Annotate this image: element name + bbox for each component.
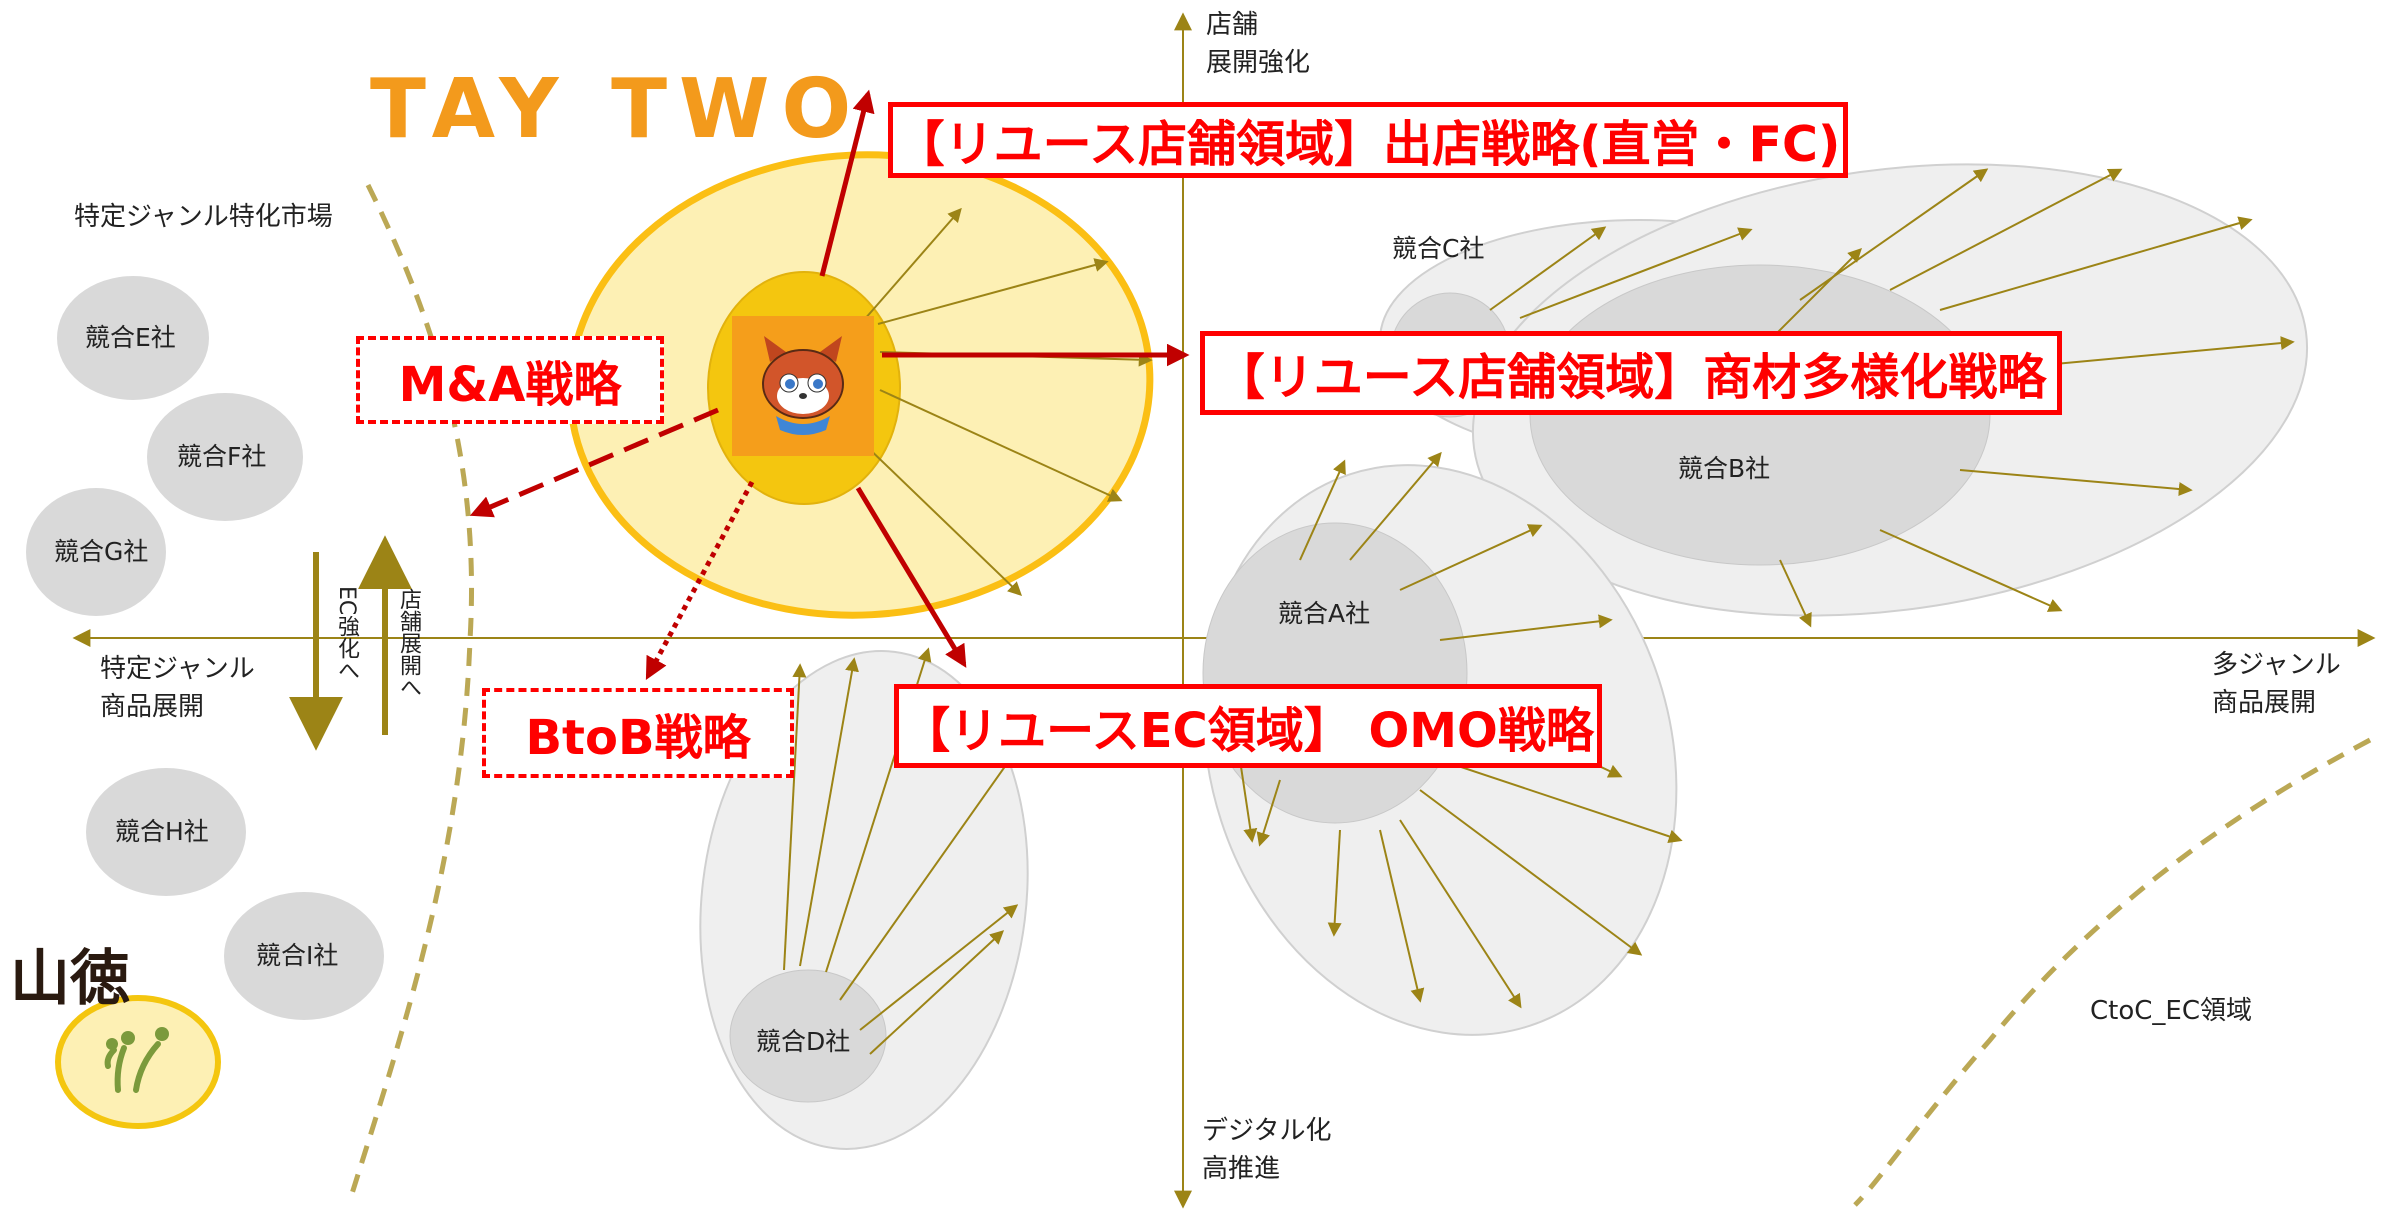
competitor-a-label: 競合A社 xyxy=(1278,599,1371,628)
competitor-b-core xyxy=(1529,264,1991,566)
yamatoku-logo-mark xyxy=(104,1041,161,1093)
competitor-c-label: 競合C社 xyxy=(1392,234,1485,263)
store-arrow-label: 店舗展開へ xyxy=(396,588,421,698)
expansion-arrow xyxy=(1327,829,1342,937)
expansion-arrow xyxy=(1889,168,2123,291)
competitor-i-circle xyxy=(224,892,384,1020)
strategy-ma: M&A戦略 xyxy=(356,336,664,424)
niche-market-label: 特定ジャンル特化市場 xyxy=(74,202,333,232)
competitor-f-circle xyxy=(147,393,303,521)
strategy-diversification: 【リユース店舗領域】商材多様化戦略 xyxy=(1200,331,2062,415)
expansion-arrow xyxy=(1299,459,1346,561)
ctoc-label: CtoC_EC領域 xyxy=(2090,996,2252,1026)
expansion-arrow xyxy=(1959,469,2193,497)
expansion-arrow xyxy=(859,904,1019,1031)
expansion-arrow xyxy=(1439,614,1613,641)
axis-label-bottom: デジタル化 高推進 xyxy=(1202,1116,1332,1184)
yamatoku-logo-text: 山徳 xyxy=(10,944,130,1014)
competitor-g-circle xyxy=(26,488,166,616)
expansion-arrow xyxy=(863,207,962,321)
axis-label-left: 特定ジャンル 商品展開 xyxy=(100,654,255,722)
strategy-store-expansion: 【リユース店舗領域】出店戦略(直営・FC) xyxy=(888,102,1848,178)
expansion-arrow xyxy=(1256,779,1281,847)
competitor-e-label: 競合E社 xyxy=(85,323,176,352)
expansion-arrow xyxy=(859,439,1023,596)
expansion-arrow xyxy=(1879,529,2063,612)
competitor-h-circle xyxy=(86,768,246,896)
competitor-e-circle xyxy=(57,276,209,400)
mascot-icon xyxy=(762,336,844,435)
competitor-b-label: 競合B社 xyxy=(1678,454,1771,483)
expansion-arrow xyxy=(1239,759,1258,843)
expansion-arrows xyxy=(783,168,2295,1055)
expansion-arrow xyxy=(879,389,1123,502)
expansion-arrow xyxy=(1349,451,1442,561)
expansion-arrow xyxy=(1399,819,1522,1009)
expansion-arrow xyxy=(783,663,807,971)
arrow-to-store-expansion xyxy=(819,89,875,277)
niche-boundary-curve xyxy=(347,183,475,1201)
axis-label-right: 多ジャンル 商品展開 xyxy=(2212,650,2341,718)
arrow-to-ma xyxy=(469,407,719,518)
expansion-arrow xyxy=(1419,789,1643,956)
taytwo-logo: TAY TWO xyxy=(370,62,864,157)
strategy-btob: BtoB戦略 xyxy=(482,688,794,778)
yamatoku-logo-dots xyxy=(106,1027,169,1050)
competitor-g-label: 競合G社 xyxy=(54,537,149,566)
arrow-to-btob xyxy=(645,480,755,680)
ec-arrow-label: EC強化へ xyxy=(334,586,359,682)
strategy-omo: 【リユースEC領域】 OMO戦略 xyxy=(894,684,1602,768)
arrow-to-omo xyxy=(855,486,967,668)
expansion-arrow xyxy=(1939,216,2253,311)
competitor-i-label: 競合I社 xyxy=(256,941,339,970)
competitor-d-label: 競合D社 xyxy=(756,1027,851,1056)
expansion-arrow xyxy=(1519,227,1753,319)
competitor-h-label: 競合H社 xyxy=(115,817,209,846)
expansion-arrow xyxy=(1379,829,1425,1003)
competitor-d-core xyxy=(729,969,887,1103)
competitor-f-label: 競合F社 xyxy=(177,442,267,471)
ctoc-boundary-curve xyxy=(1853,737,2372,1207)
expansion-arrow xyxy=(1799,168,1989,301)
expansion-arrow xyxy=(799,657,859,967)
expansion-arrow xyxy=(1399,524,1543,591)
expansion-arrow xyxy=(869,930,1005,1055)
yamatoku-logo-circle xyxy=(55,995,221,1129)
expansion-arrow xyxy=(877,258,1109,325)
expansion-arrow xyxy=(839,745,1020,1001)
axis-label-top: 店舗 展開強化 xyxy=(1206,10,1311,78)
expansion-arrow xyxy=(1489,226,1607,311)
expansion-arrow xyxy=(1779,559,1812,628)
expansion-arrow xyxy=(1439,759,1683,844)
